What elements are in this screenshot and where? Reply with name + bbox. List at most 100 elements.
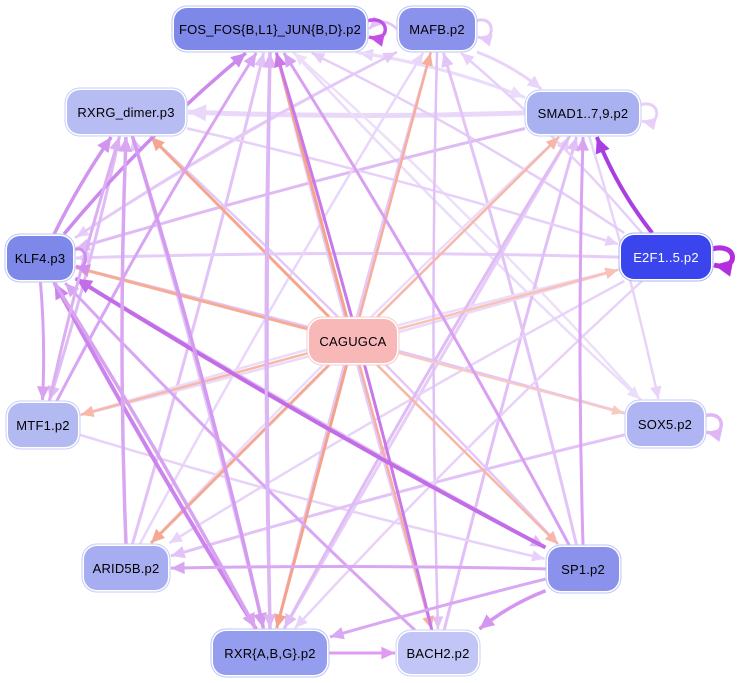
graph-edge [38,281,46,401]
edge-arrowhead [263,614,276,628]
graph-edge [120,136,128,545]
node-label: SP1.p2 [561,561,605,577]
edge-arrowhead [411,53,424,67]
edge-arrowhead [576,137,589,151]
graph-edge [74,276,547,550]
edge-arrowhead [295,614,308,628]
edge-arrowhead [650,385,662,399]
edge-arrowhead [109,137,122,152]
graph-edge [75,252,620,260]
edge-arrowhead [642,117,657,131]
edge-arrowhead [65,283,80,298]
edge-arrowhead [311,53,326,64]
graph-edge [75,266,308,331]
edge-arrowhead [479,614,496,629]
edge-arrowhead [230,53,246,68]
edge-arrowhead [118,137,133,152]
edge-arrowhead [478,34,493,47]
graph-edge [376,364,559,545]
edge-arrowhead [330,627,345,640]
edge-arrowhead [171,546,186,559]
graph-edge [75,127,526,250]
edge-arrowhead [150,137,165,152]
edge-arrowhead [706,428,723,442]
node-label: CAGUGCA [319,333,387,349]
graph-edge [130,135,266,629]
graph-node-mtf1[interactable]: MTF1.p2 [8,403,78,447]
graph-node-mafb[interactable]: MAFB.p2 [399,8,475,50]
node-label: SMAD1..7,9.p2 [537,105,629,121]
graph-node-fos[interactable]: FOS_FOS{B,L1}_JUN{B,D}.p2 [174,8,366,50]
edge-arrowhead [171,561,185,575]
graph-node-smad[interactable]: SMAD1..7,9.p2 [527,92,639,134]
node-label: RXRG_dimer.p3 [77,104,175,120]
edge-arrowhead [243,53,257,68]
graph-edge [52,282,258,631]
graph-edge [283,135,571,629]
node-label: RXR{A,B,G}.p2 [224,645,316,661]
graph-edge [282,52,571,546]
graph-node-arid5b[interactable]: ARID5B.p2 [84,546,168,590]
edge-arrowhead [76,278,94,294]
edge-arrowhead [566,137,579,152]
graph-edge [264,51,272,629]
graph-node-sp1[interactable]: SP1.p2 [547,547,619,591]
graph-edge [62,51,248,236]
edge-arrowhead [81,405,95,417]
edge-arrowhead [294,53,308,66]
graph-edge [432,51,440,630]
graph-node-bach2[interactable]: BACH2.p2 [398,632,478,674]
edge-arrowhead [253,612,267,628]
graph-node-rxr[interactable]: RXR{A,B,G}.p2 [213,631,327,675]
graph-edge [80,352,308,416]
graph-edge [578,136,585,546]
graph-edge [168,279,625,545]
graph-node-sox5[interactable]: SOX5.p2 [626,402,704,446]
edge-arrowhead [242,611,256,628]
edge-arrowhead [421,53,433,67]
edge-arrowhead [76,264,91,277]
edge-arrowhead [509,86,524,99]
node-label: ARID5B.p2 [92,560,160,576]
graph-edge [275,364,349,629]
node-label: BACH2.p2 [406,645,470,661]
graph-edge [398,268,619,330]
edge-arrowhead [369,33,385,47]
edge-arrowhead [169,531,184,543]
node-label: MTF1.p2 [16,417,70,433]
graph-edge [187,109,526,119]
edge-arrowhead [604,267,618,279]
graph-node-klf4[interactable]: KLF4.p3 [7,236,73,280]
graph-node-c[interactable]: CAGUGCA [309,319,397,363]
graph-node-e2f1[interactable]: E2F1..5.p2 [621,235,711,279]
edge-arrowhead [97,137,112,153]
graph-edge [138,52,425,545]
graph-edge [149,363,331,545]
edge-arrowhead [188,104,207,122]
edge-arrowhead [461,53,475,66]
edge-arrowhead [604,234,618,246]
edge-arrowhead [595,137,610,155]
edge-arrowhead [369,16,382,29]
edge-arrowhead [431,616,444,629]
node-label: KLF4.p3 [14,250,66,266]
edge-arrowhead [254,53,267,68]
node-label: MAFB.p2 [409,21,465,37]
edge-arrowhead [274,53,287,68]
node-label: E2F1..5.p2 [633,249,699,265]
graph-node-rxrg[interactable]: RXRG_dimer.p3 [67,90,185,134]
edge-arrowhead [441,53,454,68]
edge-arrowhead [714,259,734,277]
graph-edge [186,127,619,246]
edge-arrowhead [531,550,545,562]
node-label: FOS_FOS{B,L1}_JUN{B,D}.p2 [178,21,362,37]
graph-edge [282,136,571,630]
node-label: SOX5.p2 [637,416,693,432]
graph-edge [52,281,257,629]
graph-edge [55,52,258,402]
edge-arrowhead [36,386,50,400]
edge-arrowhead [544,531,558,544]
graph-edge [376,136,560,318]
edge-arrowhead [611,405,624,416]
